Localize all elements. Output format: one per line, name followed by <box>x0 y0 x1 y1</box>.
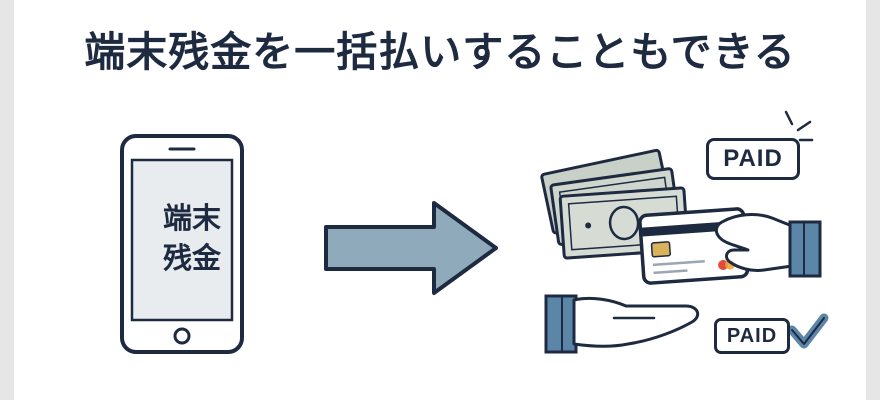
arrow-right-icon <box>324 201 498 295</box>
hand-icon <box>714 213 822 278</box>
smartphone-icon <box>120 134 244 354</box>
checkmark-icon <box>787 313 829 349</box>
page-title: 端末残金を一括払いすることもできる <box>84 28 796 76</box>
hand-icon <box>544 294 700 354</box>
paid-badge-top: PAID <box>706 138 800 180</box>
phone-label-line1: 端末 <box>162 201 221 235</box>
phone-screen-label: 端末 残金 <box>132 198 252 278</box>
phone-label-line2: 残金 <box>162 241 221 275</box>
illustration-graphics <box>120 110 829 354</box>
paid-badge-bottom: PAID <box>714 318 790 354</box>
sparkle-icon <box>784 110 814 142</box>
illustration-panel: 端末残金を一括払いすることもできる <box>14 0 866 400</box>
